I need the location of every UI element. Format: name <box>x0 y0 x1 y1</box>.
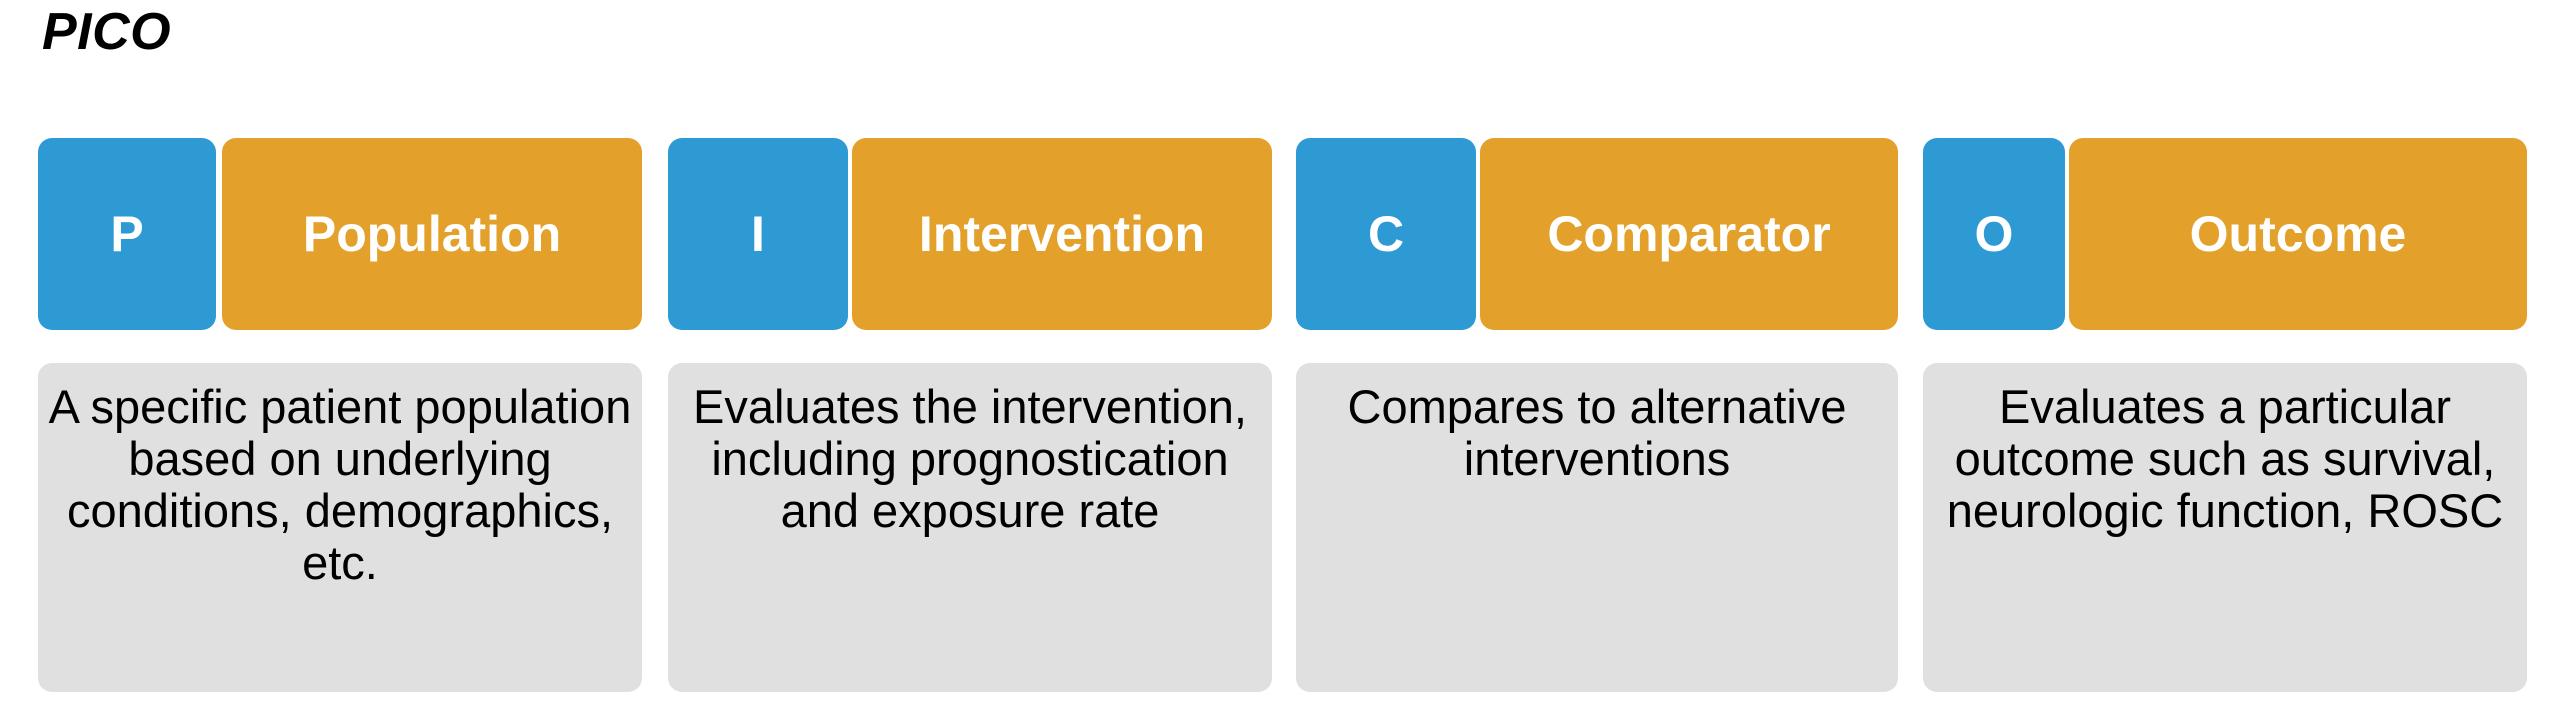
description-card-comparator: Compares to alternative interventions <box>1296 363 1898 692</box>
description-text-outcome: Evaluates a particular outcome such as s… <box>1946 380 2504 537</box>
pico-header-row-population: P Population <box>38 138 642 330</box>
pico-header-row-intervention: I Intervention <box>668 138 1272 330</box>
term-label-outcome[interactable]: Outcome <box>2069 138 2527 330</box>
pico-header-row-outcome: O Outcome <box>1923 138 2527 330</box>
pico-group-outcome: O Outcome Evaluates a particular outcome… <box>1923 0 2527 723</box>
pico-header-row-comparator: C Comparator <box>1296 138 1898 330</box>
description-text-intervention: Evaluates the intervention, including pr… <box>693 380 1247 537</box>
letter-badge-i[interactable]: I <box>668 138 848 330</box>
pico-group-comparator: C Comparator Compares to alternative int… <box>1296 0 1898 723</box>
letter-badge-c[interactable]: C <box>1296 138 1476 330</box>
term-label-population[interactable]: Population <box>222 138 642 330</box>
description-card-population: A specific patient population based on u… <box>38 363 642 692</box>
description-card-intervention: Evaluates the intervention, including pr… <box>668 363 1272 692</box>
pico-group-population: P Population A specific patient populati… <box>38 0 642 723</box>
term-label-comparator[interactable]: Comparator <box>1480 138 1898 330</box>
page-title: PICO <box>42 3 172 61</box>
description-text-comparator: Compares to alternative interventions <box>1347 380 1847 485</box>
letter-badge-o[interactable]: O <box>1923 138 2065 330</box>
term-label-intervention[interactable]: Intervention <box>852 138 1272 330</box>
description-card-outcome: Evaluates a particular outcome such as s… <box>1923 363 2527 692</box>
description-text-population: A specific patient population based on u… <box>48 380 632 589</box>
pico-group-intervention: I Intervention Evaluates the interventio… <box>668 0 1272 723</box>
letter-badge-p[interactable]: P <box>38 138 216 330</box>
